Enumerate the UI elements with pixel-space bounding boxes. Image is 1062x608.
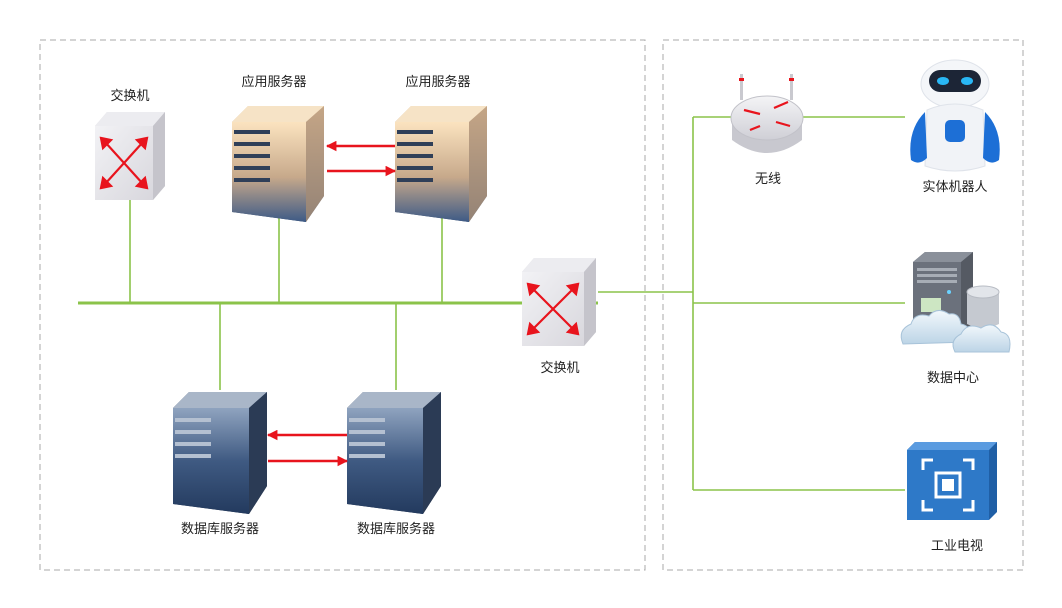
industrial-tv-label: 工业电视 (931, 539, 983, 554)
industrial-tv-icon (907, 442, 997, 520)
datacenter-cloud-icon (900, 252, 1011, 353)
robot-icon (910, 59, 1000, 172)
database-server-icon (173, 392, 267, 514)
right-zone-border (662, 39, 1024, 571)
app-server-2-label: 应用服务器 (405, 74, 470, 90)
network-links (78, 116, 905, 491)
robot-label: 实体机器人 (922, 180, 987, 195)
db-server-2-label: 数据库服务器 (357, 521, 435, 537)
application-server-icon (232, 106, 324, 222)
db-server-1-label: 数据库服务器 (181, 521, 259, 537)
switch-center-label: 交换机 (540, 360, 579, 376)
application-server-icon (395, 106, 487, 222)
datacenter-label: 数据中心 (927, 371, 979, 386)
network-switch-icon (522, 258, 596, 346)
switch-top-label: 交换机 (110, 88, 149, 104)
wireless-router-icon (730, 74, 804, 153)
left-zone-border (39, 39, 646, 571)
database-server-icon (347, 392, 441, 514)
wireless-label: 无线 (755, 172, 781, 187)
app-server-1-label: 应用服务器 (241, 74, 306, 90)
network-switch-icon (95, 112, 165, 200)
